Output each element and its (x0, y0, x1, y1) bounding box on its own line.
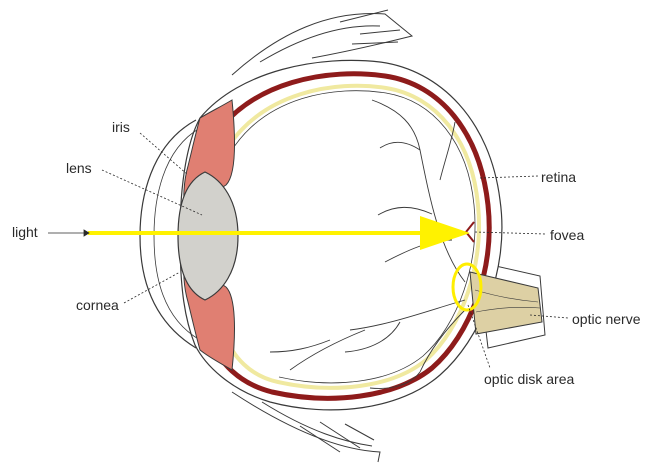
label-optic-nerve: optic nerve (572, 311, 640, 327)
label-optic-disk-area: optic disk area (484, 371, 574, 387)
label-lens: lens (66, 160, 92, 176)
label-light: light (12, 224, 38, 240)
label-fovea: fovea (550, 227, 584, 243)
label-retina: retina (541, 169, 576, 185)
label-iris: iris (112, 119, 130, 135)
label-cornea: cornea (76, 297, 119, 313)
